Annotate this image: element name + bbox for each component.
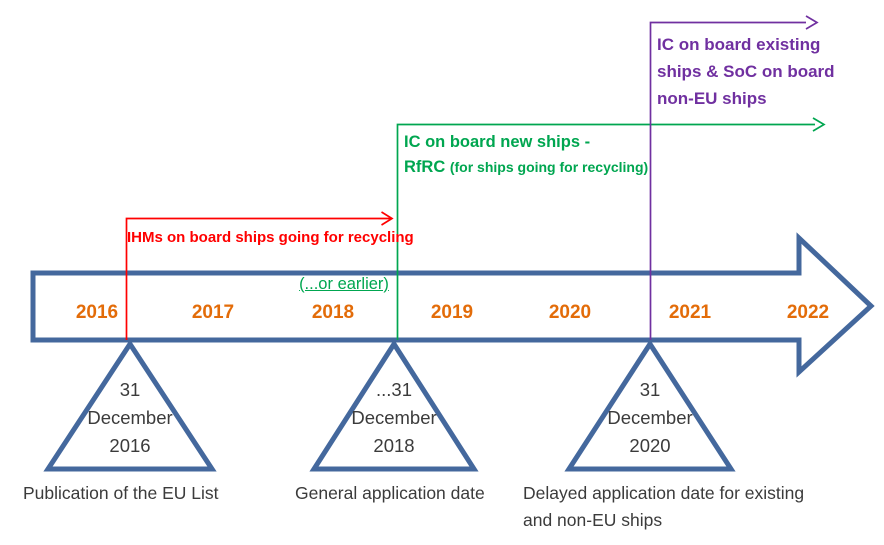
caption-line: and non-EU ships: [523, 510, 663, 530]
ihm-annotation-label: IHMs on board ships going for recycling: [127, 229, 414, 246]
ic-new-line2: RfRC (for ships going for recycling): [404, 158, 648, 177]
caption-line: Publication of the EU List: [23, 483, 219, 503]
milestone-date-line: 2016: [109, 435, 151, 456]
year-label-2020: 2020: [548, 302, 592, 323]
milestone-triangle-2016: [43, 339, 217, 472]
milestone-caption-2016: Publication of the EU List: [23, 480, 219, 507]
milestone-triangle-2018: [309, 339, 479, 472]
ic-existing-arrow-line: [649, 21, 806, 340]
ic-existing-line1: IC on board existing: [657, 35, 821, 54]
milestone-triangle-2020: [564, 339, 736, 472]
milestone-date-line: 2020: [629, 435, 671, 456]
milestone-date-line: 31: [119, 379, 141, 400]
year-label-2016: 2016: [75, 302, 119, 323]
caption-line: General application date: [295, 483, 485, 503]
ic-existing-annotation: IC on board existing ships & SoC on boar…: [657, 31, 835, 112]
ic-existing-line3: non-EU ships: [657, 89, 767, 108]
year-label-2017: 2017: [191, 302, 235, 323]
or-earlier-note: (...or earlier): [299, 275, 389, 293]
milestone-caption-2020: Delayed application date for existing an…: [523, 480, 804, 534]
milestone-caption-2018: General application date: [295, 480, 485, 507]
ic-existing-arrowhead-icon: [805, 15, 819, 30]
milestone-date-2016: 31 December 2016: [50, 376, 210, 460]
year-label-2021: 2021: [668, 302, 712, 323]
milestone-date-line: 31: [639, 379, 661, 400]
milestone-date-2020: 31 December 2020: [570, 376, 730, 460]
ic-new-arrowhead-icon: [812, 117, 826, 132]
milestone-date-line: ...31: [376, 379, 412, 400]
ihm-arrow-line: [125, 217, 391, 340]
year-label-2019: 2019: [430, 302, 474, 323]
ihm-arrowhead-icon: [381, 211, 394, 226]
ic-existing-line2: ships & SoC on board: [657, 62, 835, 81]
ic-new-annotation: IC on board new ships - RfRC (for ships …: [404, 133, 648, 177]
ic-new-arrow-line: [396, 123, 815, 340]
milestone-date-line: December: [607, 407, 693, 428]
ic-new-line1: IC on board new ships -: [404, 133, 591, 151]
milestone-date-2018: ...31 December 2018: [314, 376, 474, 460]
timeline-arrow-shape: [30, 232, 875, 378]
ic-new-acronym: RfRC: [404, 158, 446, 176]
milestone-date-line: 2018: [373, 435, 415, 456]
ic-new-parenthetical: (for ships going for recycling): [449, 159, 649, 175]
caption-line: Delayed application date for existing: [523, 483, 805, 503]
milestone-date-line: December: [351, 407, 437, 428]
year-label-2018: 2018: [311, 302, 355, 323]
year-label-2022: 2022: [786, 302, 830, 323]
milestone-date-line: December: [87, 407, 173, 428]
